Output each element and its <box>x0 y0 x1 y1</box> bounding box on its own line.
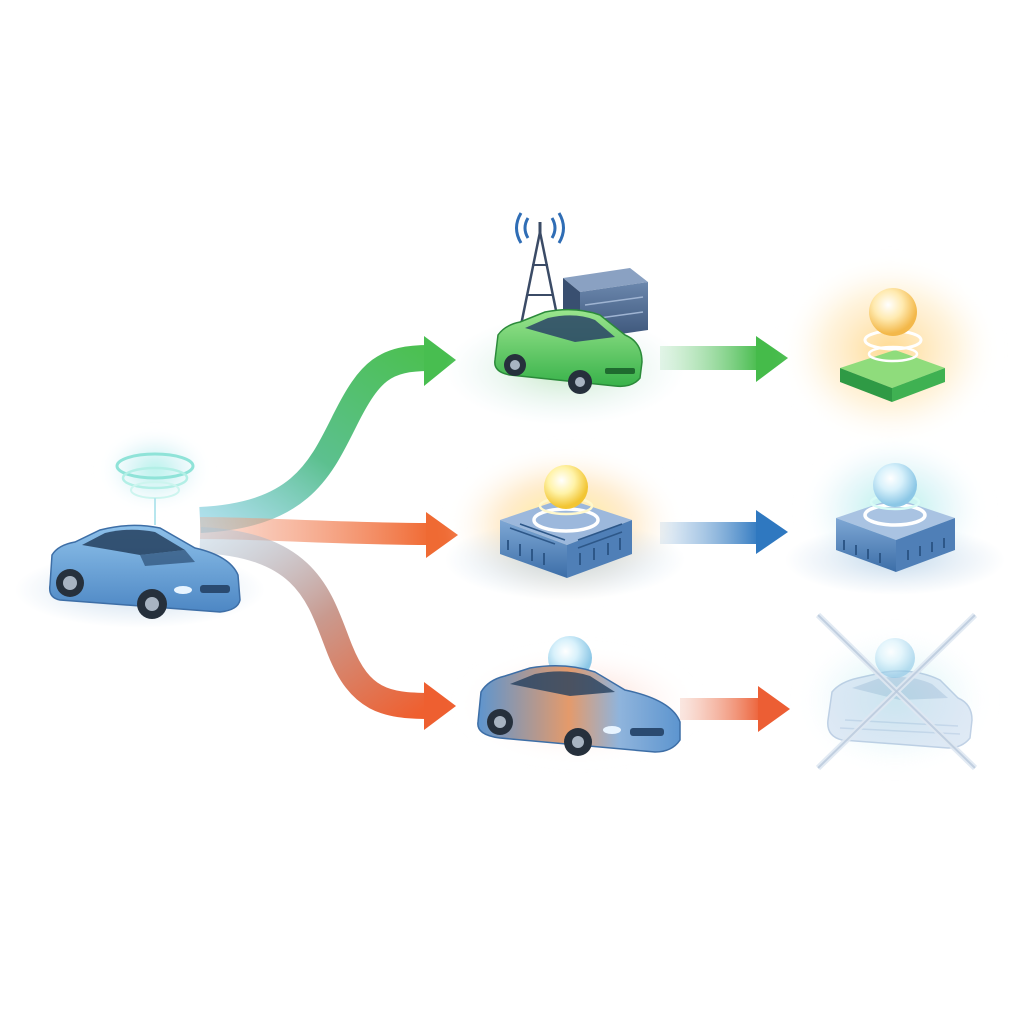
bottom-stage1-node <box>453 636 703 765</box>
signal-rings-icon <box>100 430 210 525</box>
green-chip-icon <box>840 350 945 402</box>
faint-orb-icon <box>875 638 915 678</box>
highlighted-car-icon <box>477 665 681 756</box>
middle-stage2-node <box>785 435 1005 595</box>
branch-arrow-bottom <box>199 527 456 730</box>
top-stage1-node <box>445 212 685 425</box>
cross-out-icon <box>815 612 978 771</box>
bottom-stage2-node <box>795 612 995 775</box>
middle-stage1-node <box>445 445 685 605</box>
connector-arrow-middle <box>660 510 788 554</box>
branch-arrow-middle <box>199 512 458 558</box>
yellow-orb-icon <box>532 465 600 533</box>
processor-chip-icon <box>500 498 632 578</box>
green-car-icon <box>494 308 643 394</box>
branch-arrow-top <box>199 336 456 533</box>
top-stage2-node <box>780 255 1000 445</box>
glowing-orb-icon <box>863 288 923 363</box>
processor-chip-icon-2 <box>836 498 955 572</box>
source-vehicle <box>15 430 265 628</box>
car-icon <box>48 524 241 619</box>
cyan-orb-icon <box>863 463 927 527</box>
